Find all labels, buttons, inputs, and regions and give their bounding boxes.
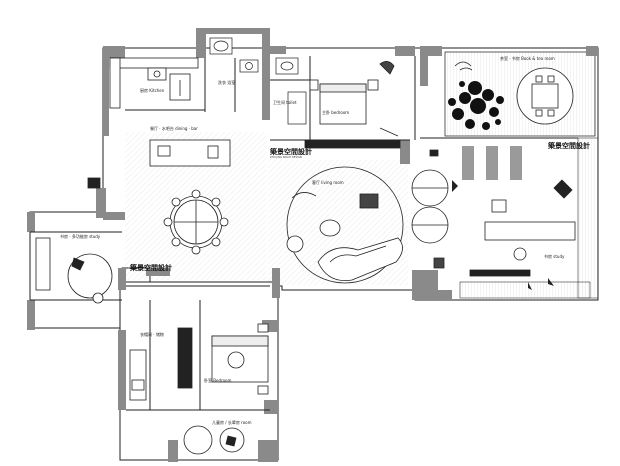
- kidsroom-furniture: [183, 425, 245, 455]
- study-east-furniture: [429, 149, 576, 277]
- brand-name-3: 築景空間設計: [129, 263, 172, 272]
- room-label-closet: 衣帽间 · 储物: [140, 331, 164, 337]
- room-label-bedroom1: 主卧 bedroom: [322, 109, 349, 115]
- brand-name: 築景空間設計: [269, 147, 312, 156]
- room-label-bedroom2: 卧室 Bedroom: [204, 377, 231, 383]
- room-label-kitchen: 厨房 Kitchen: [140, 87, 165, 93]
- study-west-furniture: [35, 177, 113, 304]
- accent-marks: [452, 180, 554, 290]
- room-label-study-east: 书房 study: [544, 253, 565, 259]
- bedroom2-furniture: [129, 323, 269, 401]
- brand-subtitle: ZHU JING SPACE DESIGN: [270, 155, 302, 159]
- bottom-terrace: [459, 281, 591, 299]
- room-label-tearoom: 茶室 · 书房 Book & tea room: [500, 55, 555, 61]
- room-label-dining: 餐厅 · 水吧台 dining · bar: [150, 125, 198, 131]
- kitchen-fixtures: [109, 57, 199, 109]
- bath-fixtures: [209, 37, 307, 125]
- tea-table: [454, 61, 574, 125]
- room-label-kidsroom: 儿童房 / 长辈房 room: [212, 419, 252, 425]
- room-label-study-west: 书房 · 多功能房 study: [60, 233, 101, 239]
- dining-set: [149, 139, 231, 255]
- room-label-living: 客厅 living room: [312, 179, 344, 185]
- terrace-deck: [577, 137, 599, 299]
- bedroom1-furniture: [309, 61, 399, 137]
- tree-canopy: [448, 81, 504, 130]
- brand-name-2: 築景空間設計: [547, 141, 590, 150]
- bench: [304, 139, 522, 180]
- living-furniture: [286, 166, 449, 284]
- room-label-bath2: 卫生间 toilet: [273, 99, 297, 105]
- walls: [27, 28, 598, 462]
- room-label-bath1: 洗衣 浴室: [218, 79, 235, 85]
